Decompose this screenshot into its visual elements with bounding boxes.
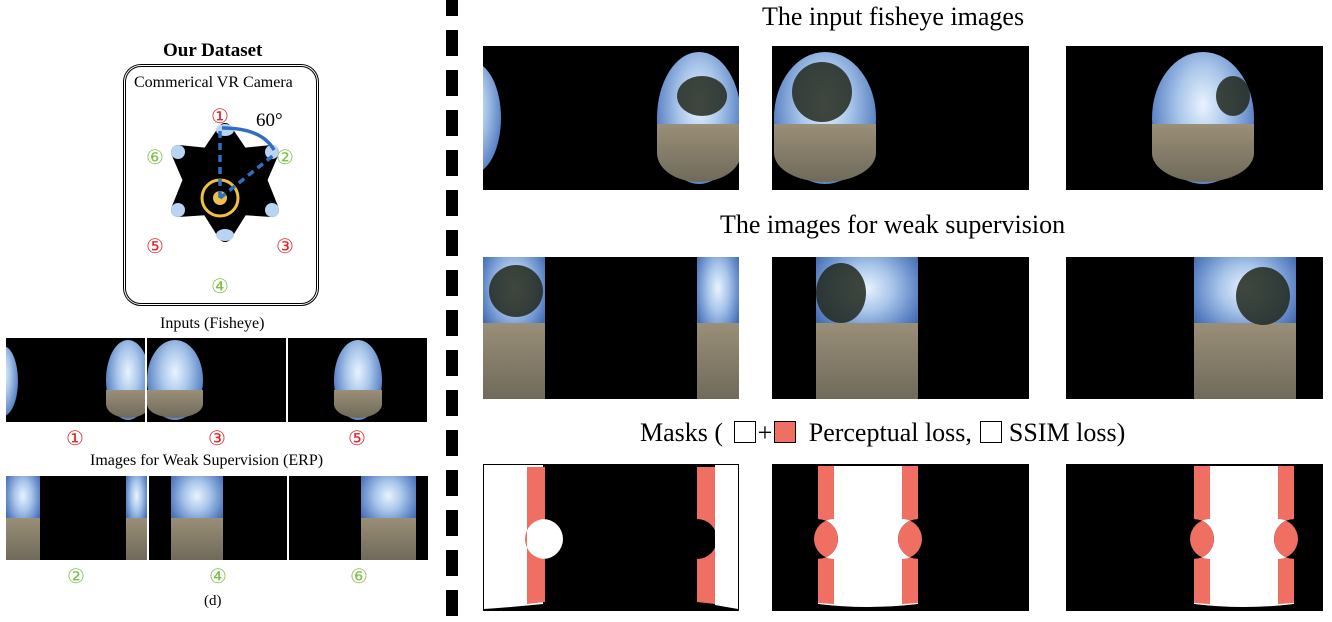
legend-white-box	[733, 421, 756, 443]
fisheye-image-1	[483, 46, 739, 190]
weak-number-6: ⑥	[350, 564, 368, 588]
dashed-divider-1	[446, 0, 458, 16]
inputs-title: Inputs (Fisheye)	[160, 315, 265, 332]
dashed-divider-5	[446, 150, 458, 176]
angle-arc	[221, 126, 276, 151]
weak-supervision-image-1	[483, 257, 739, 399]
dashed-divider-10	[446, 350, 458, 376]
camera-body	[171, 123, 279, 242]
dashed-divider-2	[446, 30, 458, 56]
dashed-divider-15	[446, 550, 458, 576]
mask-image-3	[1066, 464, 1323, 611]
weak-erp-2	[6, 476, 147, 560]
input-number-3: ③	[208, 426, 226, 450]
input-number-5: ⑤	[348, 426, 366, 450]
mask-image-2	[772, 464, 1029, 611]
dashed-divider-4	[446, 110, 458, 136]
lens-5	[171, 203, 185, 217]
legend-ssim-label: SSIM loss)	[1008, 418, 1126, 447]
weak-supervision-image-3	[1066, 257, 1323, 399]
angle-label: 60°	[256, 110, 283, 131]
fisheye-image-2	[772, 46, 1029, 190]
camera-label: Commerical VR Camera	[134, 74, 293, 91]
input-fisheye-1	[6, 338, 145, 422]
input-number-1: ①	[66, 426, 84, 450]
camera-frame	[123, 64, 319, 306]
lens-3	[265, 203, 279, 217]
fisheye-image-3	[1066, 46, 1323, 190]
masks-prefix: Masks (	[640, 418, 724, 447]
weak-number-2: ②	[67, 564, 85, 588]
camera-number-5: ⑤	[146, 234, 164, 258]
dashed-divider-13	[446, 470, 458, 496]
dashed-divider-7	[446, 230, 458, 256]
dataset-title: Our Dataset	[163, 40, 263, 61]
legend-ssim-box	[980, 421, 1003, 443]
camera-number-2: ②	[276, 145, 294, 169]
camera-number-3: ③	[276, 234, 294, 258]
dashed-divider-14	[446, 510, 458, 536]
weak-erp-4	[149, 476, 287, 560]
lens-6	[171, 145, 185, 159]
dashed-divider-8	[446, 270, 458, 296]
legend-plus: +	[757, 418, 773, 447]
row3-title: Masks ( + Perceptual loss, SSIM loss)	[640, 418, 1125, 448]
dashed-divider-9	[446, 310, 458, 336]
weak-supervision-image-2	[772, 257, 1029, 399]
lens-2	[265, 145, 279, 159]
row2-title: The images for weak supervision	[720, 210, 1066, 239]
weak-erp-6	[289, 476, 428, 560]
camera-number-6: ⑥	[146, 145, 164, 169]
camera-diagram	[171, 123, 279, 242]
weak-title: Images for Weak Supervision (ERP)	[90, 452, 324, 469]
legend-perceptual-label: Perceptual loss,	[808, 418, 972, 447]
input-fisheye-3	[147, 338, 286, 422]
row1-title: The input fisheye images	[762, 2, 1025, 31]
lens-4	[216, 229, 234, 241]
dashed-divider-16	[446, 590, 458, 616]
dashed-divider-3	[446, 70, 458, 96]
figure-caption: (d)	[204, 593, 222, 609]
dashed-divider-11	[446, 390, 458, 416]
camera-number-1: ①	[211, 104, 229, 128]
camera-number-4: ④	[211, 274, 229, 298]
input-fisheye-5	[288, 338, 427, 422]
dashed-divider-12	[446, 430, 458, 456]
mask-image-1	[483, 464, 739, 611]
weak-number-4: ④	[209, 564, 227, 588]
dashed-divider-6	[446, 190, 458, 216]
legend-red-box	[774, 421, 797, 443]
